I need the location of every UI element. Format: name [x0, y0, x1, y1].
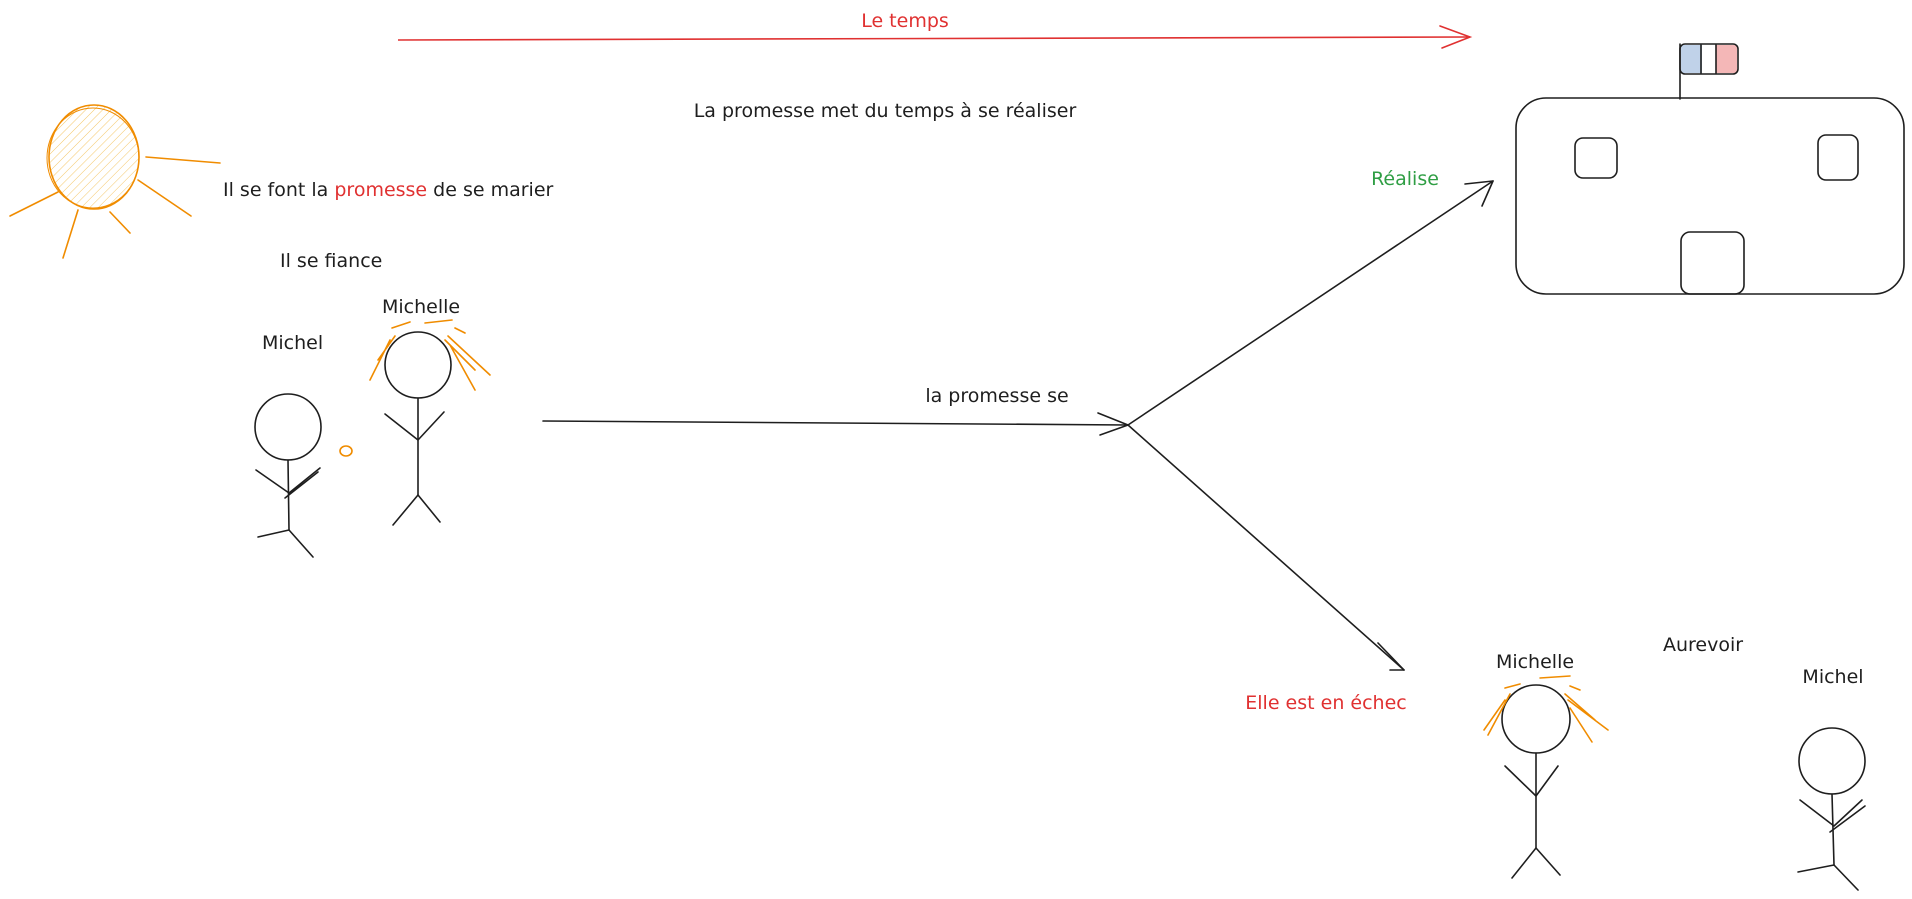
branch-label: la promesse se	[925, 385, 1068, 407]
promise-prefix: Il se font la	[223, 179, 334, 201]
time-arrow	[397, 25, 1473, 49]
promise-suffix: de se marier	[427, 179, 553, 201]
realise-label: Réalise	[1371, 168, 1439, 190]
stick-figure-michel-right	[1797, 727, 1866, 891]
sun-icon	[9, 104, 221, 259]
aurevoir-label: Aurevoir	[1663, 634, 1743, 656]
ring-icon	[339, 445, 353, 457]
promise-sentence: Il se font la promesse de se marier	[223, 179, 554, 201]
branch-arrow-up	[1127, 180, 1494, 426]
town-hall-icon	[1515, 43, 1905, 295]
michelle-label-right: Michelle	[1496, 651, 1574, 673]
stick-figure-michel-left	[254, 393, 322, 558]
french-flag-icon	[1679, 43, 1739, 75]
echec-label: Elle est en échec	[1245, 692, 1406, 714]
branch-arrow-down	[1127, 424, 1405, 671]
michelle-label-left: Michelle	[382, 296, 460, 318]
subtitle: La promesse met du temps à se réaliser	[694, 100, 1077, 122]
branch-arrow-main	[542, 412, 1129, 436]
michel-label-left: Michel	[262, 332, 323, 354]
stick-figure-michelle-left	[369, 319, 491, 526]
engaged-label: Il se fiance	[280, 250, 382, 272]
time-axis-label: Le temps	[861, 10, 949, 32]
promise-word: promesse	[334, 179, 427, 201]
michel-label-right: Michel	[1802, 666, 1863, 688]
stick-figure-michelle-right	[1483, 675, 1609, 879]
